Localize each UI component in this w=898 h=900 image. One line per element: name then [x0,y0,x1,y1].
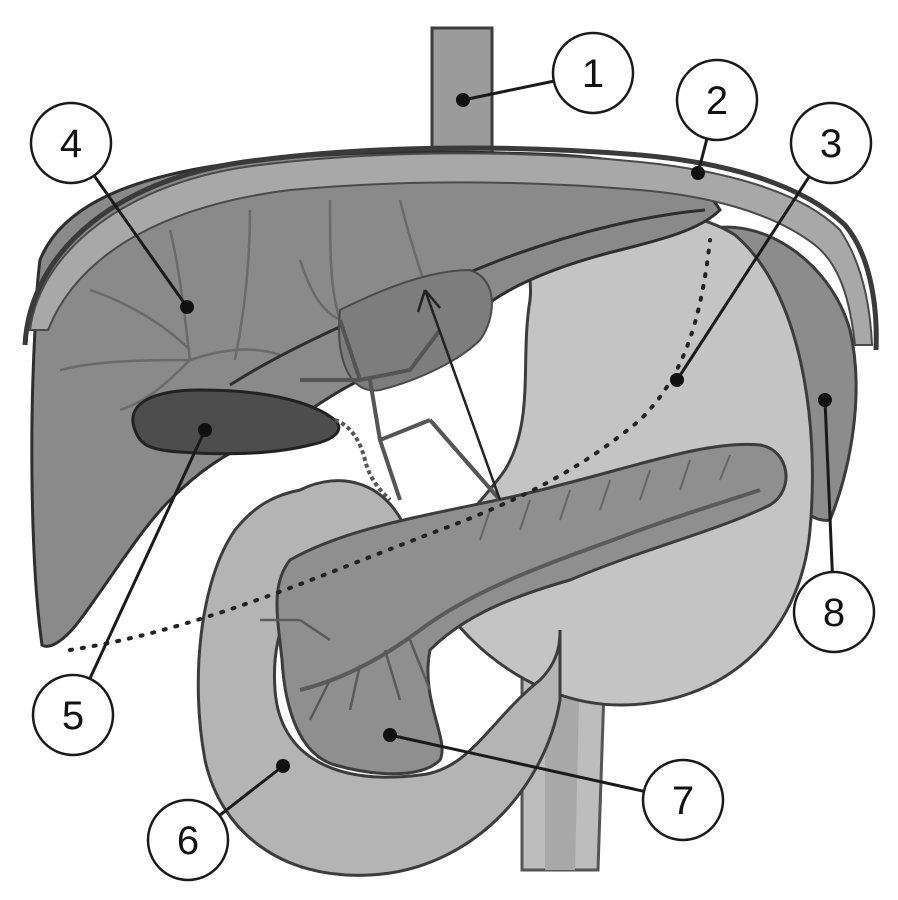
callout-label-3: 3 [820,122,842,166]
callout-circle-2 [675,58,759,142]
leader-dot-8 [818,393,832,407]
callout-label-8: 8 [823,591,845,635]
leader-dot-1 [456,93,470,107]
hepatic-artery-arrow [416,289,502,501]
caudate-lobe [338,268,493,392]
callout-label-2: 2 [706,79,728,123]
callout-circle-1 [551,31,635,115]
callout-label-1: 1 [582,52,604,96]
pancreas-lobules [479,454,731,541]
callout-5: 5 [31,673,115,757]
liver-top-band [28,152,874,346]
diaphragm [22,145,879,351]
pancreatic-duct-branches [260,618,432,721]
leader-line-3 [675,175,811,381]
pancreatic-duct [299,488,761,692]
leader-lines [88,79,834,817]
gallbladder [131,388,341,456]
callout-label-6: 6 [177,819,199,863]
leader-dot-7 [383,728,397,742]
callout-circle-3 [789,101,873,185]
callout-8: 8 [792,570,876,654]
leader-line-6 [218,764,284,817]
callout-circle-6 [146,798,230,882]
callout-label-7: 7 [672,779,694,823]
leader-line-5 [88,429,207,680]
liver-veins [59,199,432,412]
callout-circle-5 [31,673,115,757]
callout-1: 1 [551,31,635,115]
leader-dot-6 [276,759,290,773]
leader-line-1 [462,79,555,102]
leader-line-4 [92,174,189,308]
leader-line-8 [823,399,834,573]
callout-4: 4 [29,101,113,185]
leader-line-7 [389,733,645,793]
leader-dot-5 [198,423,212,437]
leader-dot-4 [180,300,194,314]
callout-6: 6 [146,798,230,882]
cystic-duct [334,418,392,502]
leader-dot-3 [670,373,684,387]
portal-vessels [300,319,502,502]
liver-inner-edge [229,208,706,387]
callout-circle-4 [29,101,113,185]
callout-circle-7 [641,758,725,842]
callout-label-5: 5 [62,694,84,738]
callout-group: 1 2 3 4 5 6 7 8 [29,31,876,882]
dotted-outline [68,238,712,652]
callout-circle-8 [792,570,876,654]
callout-2: 2 [675,58,759,142]
callout-3: 3 [789,101,873,185]
pancreas-body [275,442,788,776]
leader-dot-2 [691,166,705,180]
callout-7: 7 [641,758,725,842]
callout-label-4: 4 [60,122,82,166]
